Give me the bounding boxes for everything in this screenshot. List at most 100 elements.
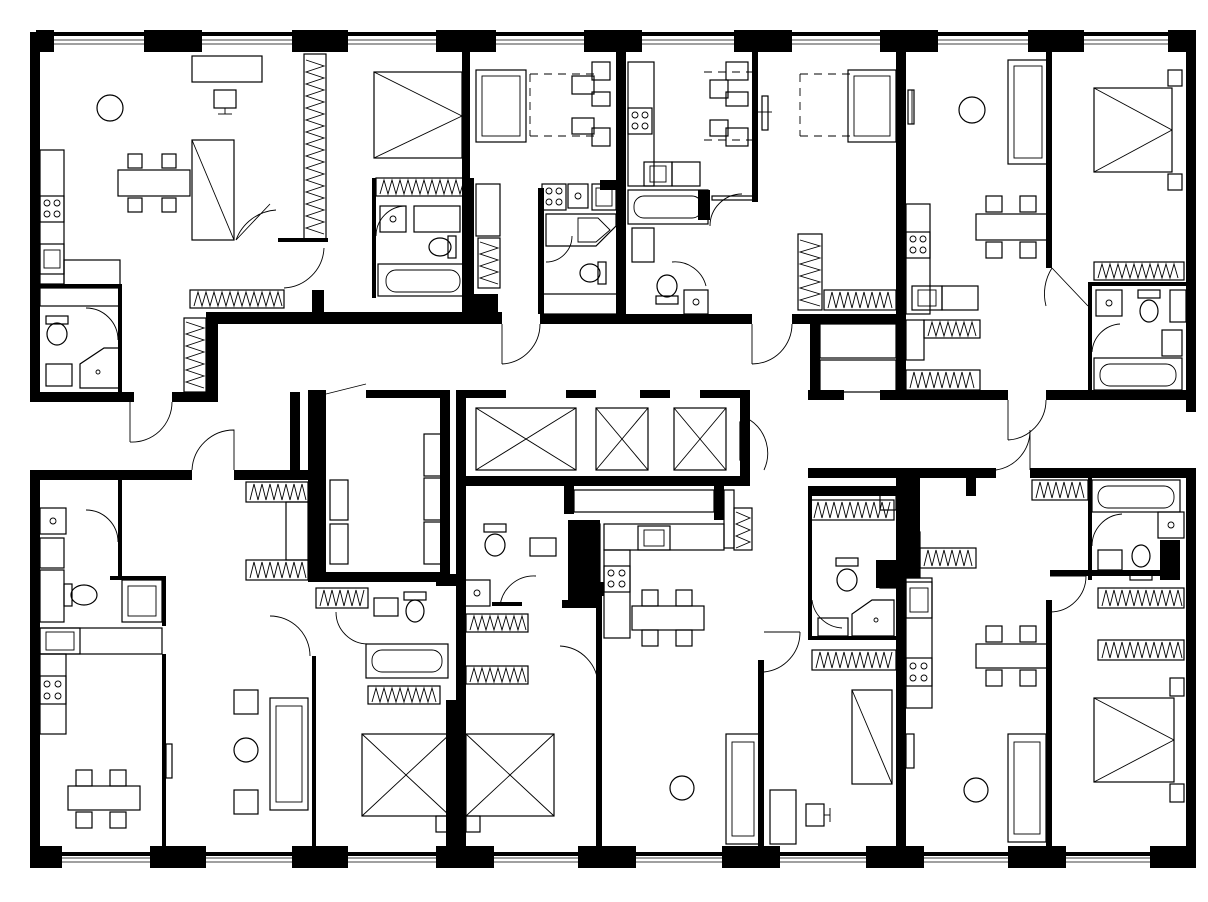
shower-icon (121, 579, 163, 623)
ceiling-light-icon (963, 777, 989, 803)
sink-icon (683, 289, 709, 315)
sink-icon (567, 183, 589, 209)
door-swing-icon (129, 401, 173, 443)
bed-icon (851, 689, 893, 785)
door-swing-icon (1049, 575, 1087, 613)
sink-icon (39, 507, 67, 535)
stairs (329, 433, 443, 565)
door-swing-icon (995, 429, 1031, 471)
shower-icon (851, 599, 895, 637)
toilet-icon (655, 274, 679, 305)
apartment-bottom-left (39, 481, 316, 846)
apartment-top-fifth (797, 69, 897, 393)
door-swing-icon (751, 323, 793, 365)
toilet-icon (1129, 544, 1153, 581)
desk-icon (191, 55, 263, 115)
door-swing-icon (545, 235, 573, 263)
sofa-icon (475, 69, 527, 143)
wardrobe-icon (733, 507, 753, 551)
door-swing-icon (335, 611, 369, 645)
door-swing-icon (1043, 267, 1089, 307)
door-swing-icon (1007, 399, 1047, 441)
door-swing-icon (1091, 513, 1123, 547)
toilet-icon (428, 235, 457, 259)
door-swing-icon (325, 383, 367, 395)
wardrobe-icon (477, 237, 501, 289)
sink-icon (1095, 289, 1123, 317)
ceiling-light-icon (669, 775, 695, 801)
dining-table-icon (529, 61, 611, 147)
door-swing-icon (499, 575, 537, 607)
elevator-icon (673, 407, 727, 471)
sofa-icon (847, 69, 897, 143)
bathtub-icon (627, 189, 709, 225)
dining-table-icon (975, 625, 1049, 687)
dining-table-icon (117, 153, 191, 213)
door-swing-icon (283, 247, 325, 289)
wardrobe-icon (315, 587, 441, 705)
bed-icon (191, 139, 235, 241)
sofa-icon (269, 697, 309, 811)
door-swing-icon (85, 509, 119, 543)
apartment-bottom-right (905, 429, 1185, 846)
door-swing-icon (709, 193, 743, 227)
bed-icon (373, 71, 463, 159)
stove-icon (905, 657, 933, 687)
bathtub-icon (377, 263, 467, 297)
elevator-icon (475, 407, 577, 471)
apartment-bottom-third (463, 523, 601, 833)
dining-table-icon (631, 589, 705, 647)
door-swing-icon (763, 631, 801, 673)
door-swing-icon (749, 419, 769, 471)
door-swing-icon (85, 307, 119, 341)
door-swing-icon (191, 429, 235, 471)
door-swing-icon (235, 203, 277, 241)
toilet-icon (579, 261, 607, 285)
dining-table-icon (67, 769, 141, 829)
bed-icon (361, 733, 451, 817)
bathtub-icon (569, 523, 601, 607)
bathtub-icon (1091, 479, 1181, 513)
bed-icon (465, 733, 555, 817)
door-swing-icon (375, 205, 407, 237)
sink-icon (1157, 511, 1185, 539)
kitchen-sink-icon (591, 183, 617, 211)
sofa-icon (1007, 733, 1047, 843)
elevator-icon (595, 407, 649, 471)
door-swing-icon (1091, 323, 1121, 353)
toilet-icon (1137, 289, 1161, 323)
desk-icon (769, 789, 831, 845)
wardrobe-icon (183, 289, 285, 393)
wardrobe-icon (797, 233, 897, 311)
toilet-icon (403, 591, 427, 623)
ceiling-light-icon (233, 737, 259, 763)
toilet-icon (483, 523, 507, 557)
ceiling-light-icon (958, 96, 986, 124)
shower-icon (545, 213, 617, 247)
bed-icon (1093, 677, 1185, 803)
shower-icon (79, 347, 121, 389)
toilet-icon (45, 315, 69, 346)
apartment-top-third (475, 61, 619, 365)
door-swing-icon (269, 615, 311, 657)
apartment-top-right (905, 52, 1187, 441)
apartment-bottom-second (315, 587, 451, 833)
apartment-bottom-fifth (769, 489, 897, 845)
sink-icon (379, 205, 407, 233)
door-swing-icon (811, 599, 843, 629)
wardrobe-icon (919, 479, 1185, 661)
stove-icon (541, 183, 567, 211)
windows (54, 39, 1168, 863)
door-swing-icon (559, 645, 599, 687)
interior-walls (34, 52, 1196, 846)
wardrobe-icon (375, 177, 469, 197)
bathtub-icon (365, 643, 449, 679)
apartment-top-fourth (627, 52, 793, 365)
wardrobe-icon (465, 613, 529, 685)
door-swing-icon (501, 323, 541, 365)
core (191, 383, 769, 565)
door-swing-icon (671, 261, 707, 287)
apartment-bottom-fourth (603, 507, 801, 845)
